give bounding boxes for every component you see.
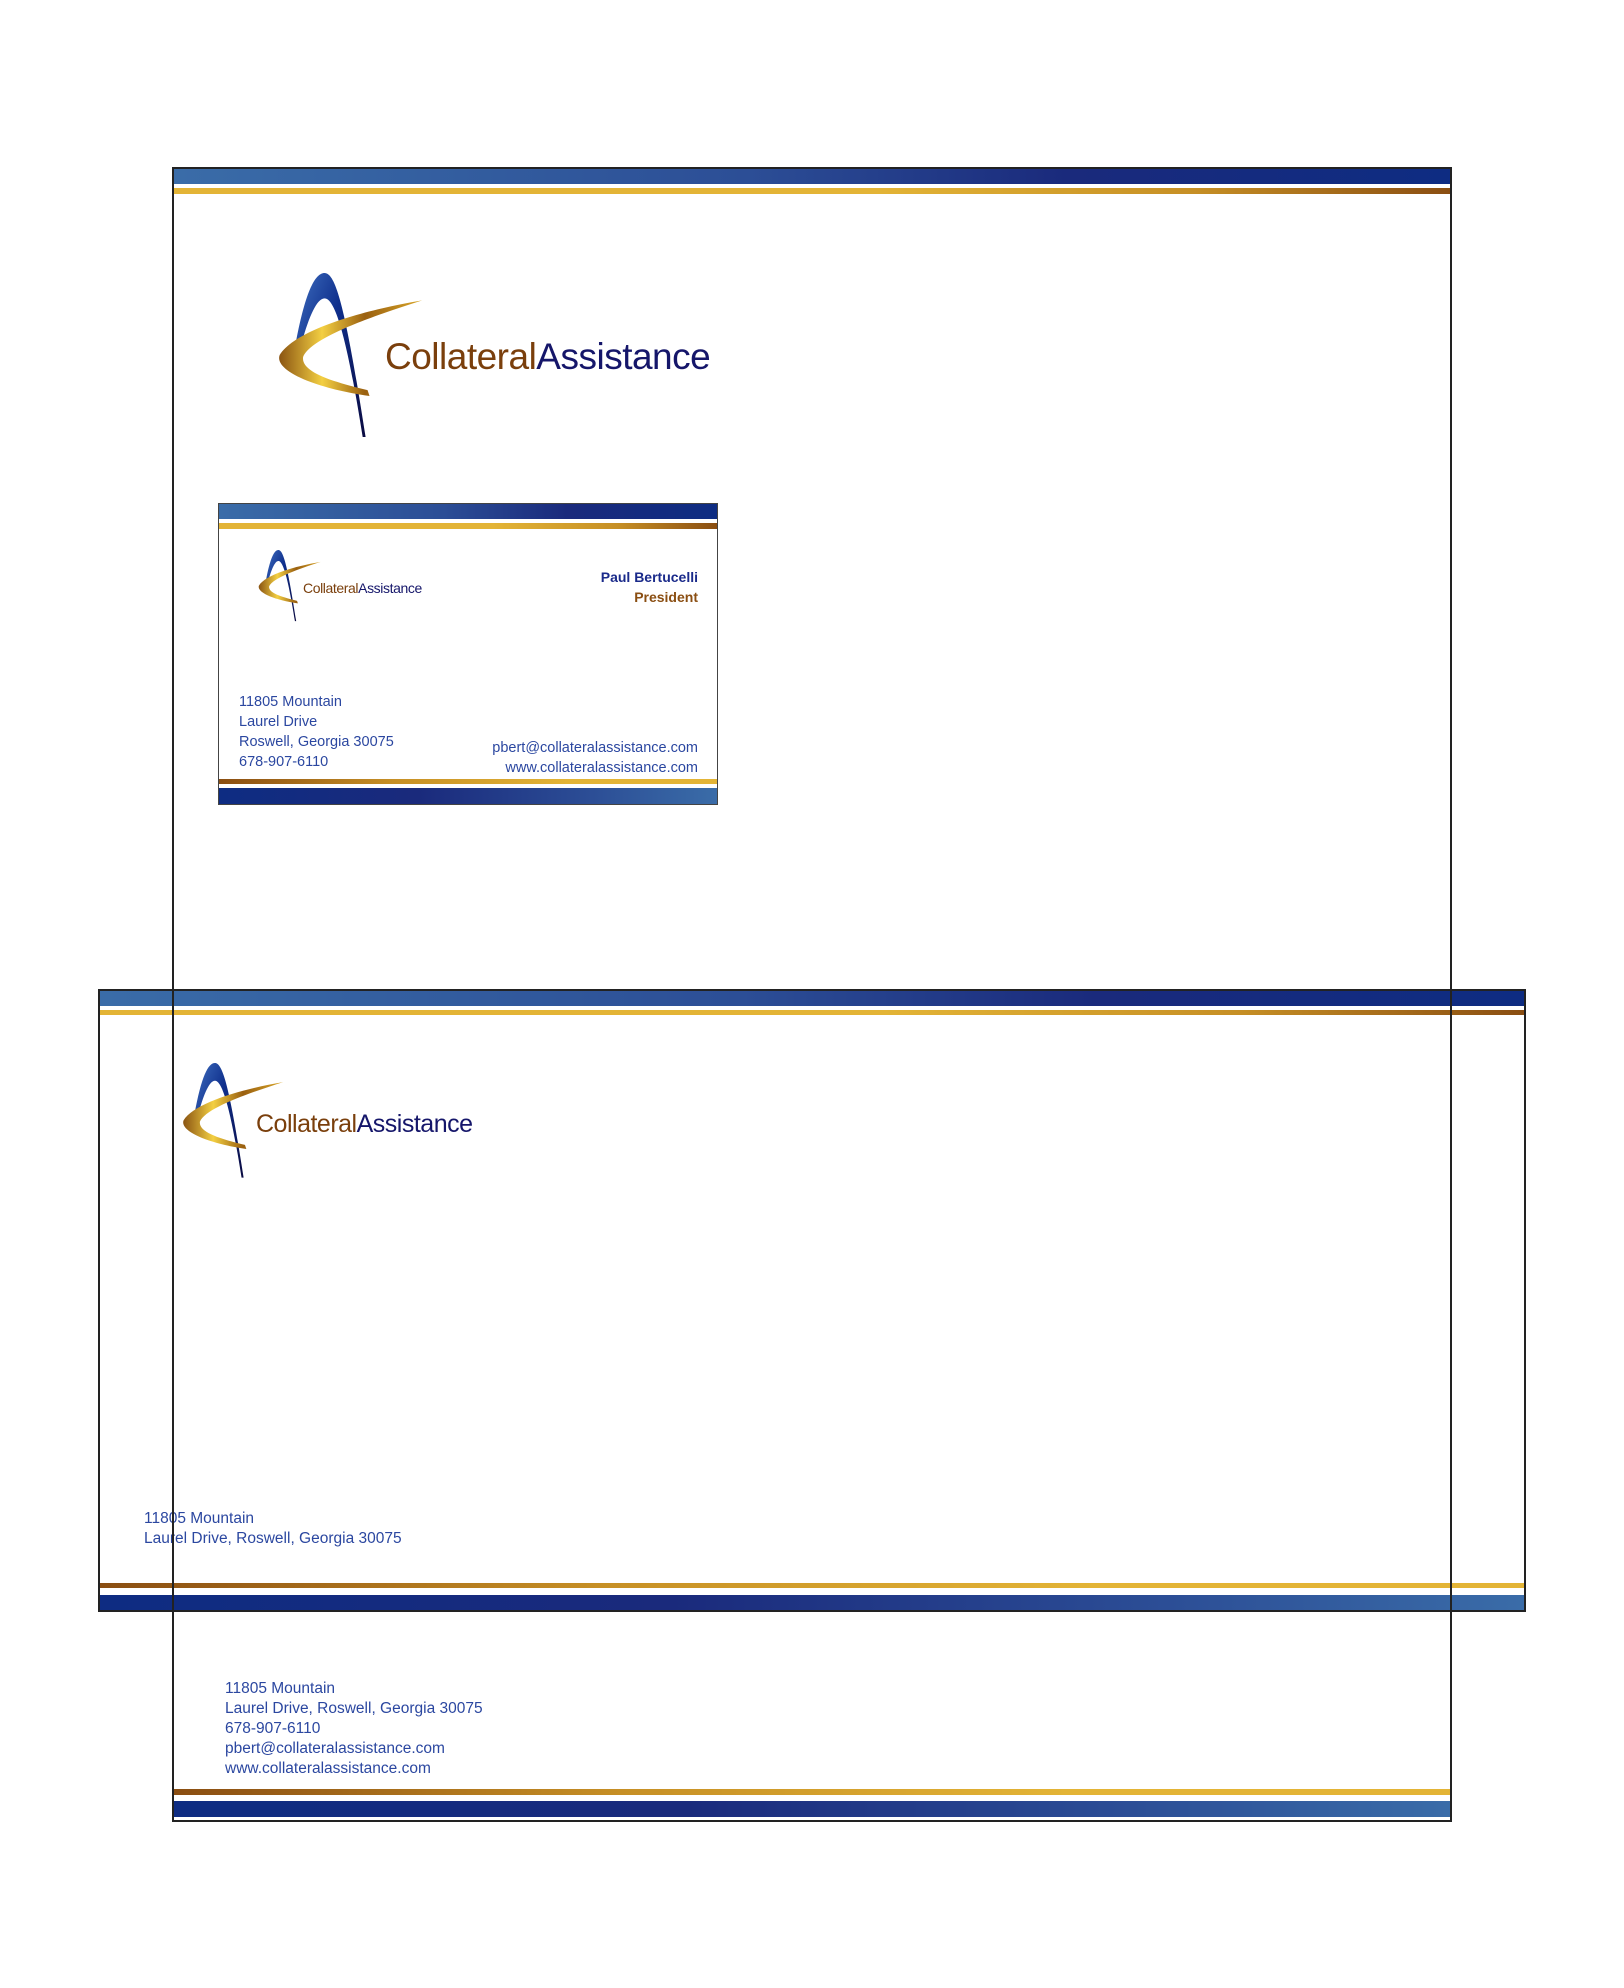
footer-line-website: www.collateralassistance.com [225, 1760, 431, 1777]
envelope-logo-text-collateral: Collateral [256, 1110, 357, 1138]
envelope-logo-text-assistance: Assistance [356, 1110, 473, 1138]
envelope-top-blue-band [100, 991, 1524, 1006]
envelope-return-address: 11805 Mountain Laurel Drive, Roswell, Ge… [144, 1509, 402, 1549]
envelope-logo-wordmark: CollateralAssistance [256, 1110, 473, 1139]
card-name: Paul Bertucelli [600, 569, 698, 585]
envelope-bottom-blue-band [100, 1595, 1524, 1610]
letterhead-footer: 11805 Mountain Laurel Drive, Roswell, Ge… [225, 1679, 483, 1779]
card-logo-text-assistance: Assistance [358, 580, 422, 596]
card-top-gold-band [219, 523, 717, 529]
envelope-bottom-gold-band [100, 1583, 1524, 1588]
logo-text-assistance: Assistance [536, 336, 711, 377]
card-bottom-blue-band [219, 788, 717, 804]
return-address-city: Laurel Drive, Roswell, Georgia 30075 [144, 1530, 402, 1547]
letterhead [172, 167, 1452, 1822]
footer-line-phone: 678-907-6110 [225, 1720, 321, 1737]
card-address-city: Roswell, Georgia 30075 [239, 734, 394, 750]
return-address-street: 11805 Mountain [144, 1510, 255, 1527]
card-phone: 678-907-6110 [239, 754, 329, 770]
footer-line-street: 11805 Mountain [225, 1680, 336, 1697]
envelope-background [98, 989, 1526, 1612]
letterhead-bottom-gold-band [174, 1789, 1450, 1795]
card-address-street: 11805 Mountain [239, 694, 342, 710]
footer-line-city: Laurel Drive, Roswell, Georgia 30075 [225, 1700, 483, 1717]
card-title: President [634, 589, 698, 605]
card-contact: pbert@collateralassistance.com www.colla… [492, 738, 698, 778]
letterhead-top-gold-band [174, 188, 1450, 194]
business-card: CollateralAssistance Paul Bertucelli Pre… [218, 503, 718, 805]
card-address-street2: Laurel Drive [239, 714, 318, 730]
card-address: 11805 Mountain Laurel Drive Roswell, Geo… [239, 692, 394, 772]
envelope-top-gold-band [100, 1010, 1524, 1015]
card-email: pbert@collateralassistance.com [492, 740, 698, 756]
card-top-blue-band [219, 504, 717, 519]
footer-line-email: pbert@collateralassistance.com [225, 1740, 445, 1757]
card-bottom-gold-band [219, 779, 717, 784]
logo-text-collateral: Collateral [385, 336, 537, 377]
card-logo-wordmark: CollateralAssistance [303, 580, 422, 596]
logo-wordmark: CollateralAssistance [385, 336, 711, 378]
card-logo-text-collateral: Collateral [303, 580, 359, 596]
letterhead-top-blue-band [174, 169, 1450, 184]
card-website: www.collateralassistance.com [505, 760, 698, 776]
letterhead-bottom-blue-band [174, 1801, 1450, 1817]
envelope: CollateralAssistance 11805 Mountain Laur… [98, 989, 1526, 1612]
